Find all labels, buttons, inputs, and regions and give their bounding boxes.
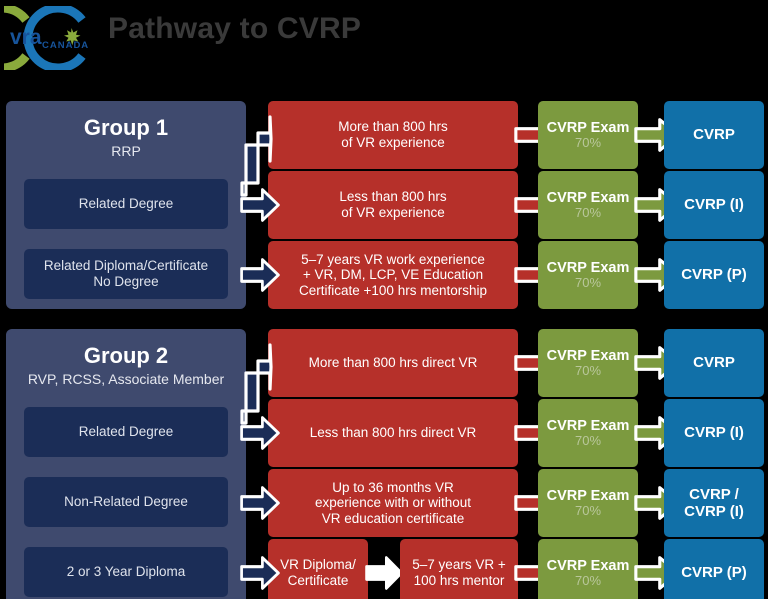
outcome-box[interactable]: CVRP (P): [664, 241, 764, 309]
exam-label: CVRP Exam: [546, 119, 630, 136]
requirement-box[interactable]: 5–7 years VR work experience+ VR, DM, LC…: [268, 241, 518, 309]
arrow-pre-to-requirement: [365, 555, 403, 591]
outcome-box[interactable]: CVRP /CVRP (I): [664, 469, 764, 537]
requirement-box[interactable]: Less than 800 hrs direct VR: [268, 399, 518, 467]
arrow-qualification-to-requirement: [240, 555, 280, 591]
exam-label: CVRP Exam: [546, 347, 630, 364]
group-title: Group 2: [83, 343, 169, 368]
requirement-box-pre[interactable]: VR Diploma/Certificate: [268, 539, 368, 599]
exam-label: CVRP Exam: [546, 189, 630, 206]
group-subtitle: RVP, RCSS, Associate Member: [27, 371, 225, 387]
exam-score: 70%: [574, 433, 602, 449]
outcome-box[interactable]: CVRP (P): [664, 539, 764, 599]
exam-label: CVRP Exam: [546, 259, 630, 276]
group-title: Group 1: [83, 115, 169, 140]
svg-text:vra: vra: [10, 26, 42, 49]
qualification-1[interactable]: Related Degree: [24, 179, 228, 229]
arrow-qualification-to-requirement: [240, 485, 280, 521]
exam-score: 70%: [574, 573, 602, 589]
exam-score: 70%: [574, 275, 602, 291]
arrow-group-to-requirement: [240, 109, 274, 197]
arrow-qualification-to-requirement: [240, 257, 280, 293]
arrow-qualification-to-requirement: [240, 187, 280, 223]
outcome-box[interactable]: CVRP (I): [664, 171, 764, 239]
qualification-3[interactable]: 2 or 3 Year Diploma: [24, 547, 228, 597]
group-subtitle: RRP: [111, 143, 141, 159]
svg-text:CANADA: CANADA: [42, 40, 89, 51]
exam-label: CVRP Exam: [546, 487, 630, 504]
outcome-box[interactable]: CVRP (I): [664, 399, 764, 467]
arrow-qualification-to-requirement: [240, 415, 280, 451]
arrow-group-to-requirement: [240, 337, 274, 425]
outcome-box[interactable]: CVRP: [664, 101, 764, 169]
exam-score: 70%: [574, 205, 602, 221]
exam-score: 70%: [574, 363, 602, 379]
qualification-1[interactable]: Related Degree: [24, 407, 228, 457]
page-title: Pathway to CVRP: [108, 12, 362, 45]
requirement-box[interactable]: 5–7 years VR +100 hrs mentor: [400, 539, 518, 599]
exam-label: CVRP Exam: [546, 417, 630, 434]
exam-score: 70%: [574, 503, 602, 519]
vra-canada-logo-icon: vra CANADA: [0, 3, 104, 73]
qualification-2[interactable]: Non-Related Degree: [24, 477, 228, 527]
requirement-box[interactable]: More than 800 hrs direct VR: [268, 329, 518, 397]
exam-label: CVRP Exam: [546, 557, 630, 574]
header: vra CANADA Pathway to CVRP: [0, 0, 768, 86]
outcome-box[interactable]: CVRP: [664, 329, 764, 397]
exam-score: 70%: [574, 135, 602, 151]
